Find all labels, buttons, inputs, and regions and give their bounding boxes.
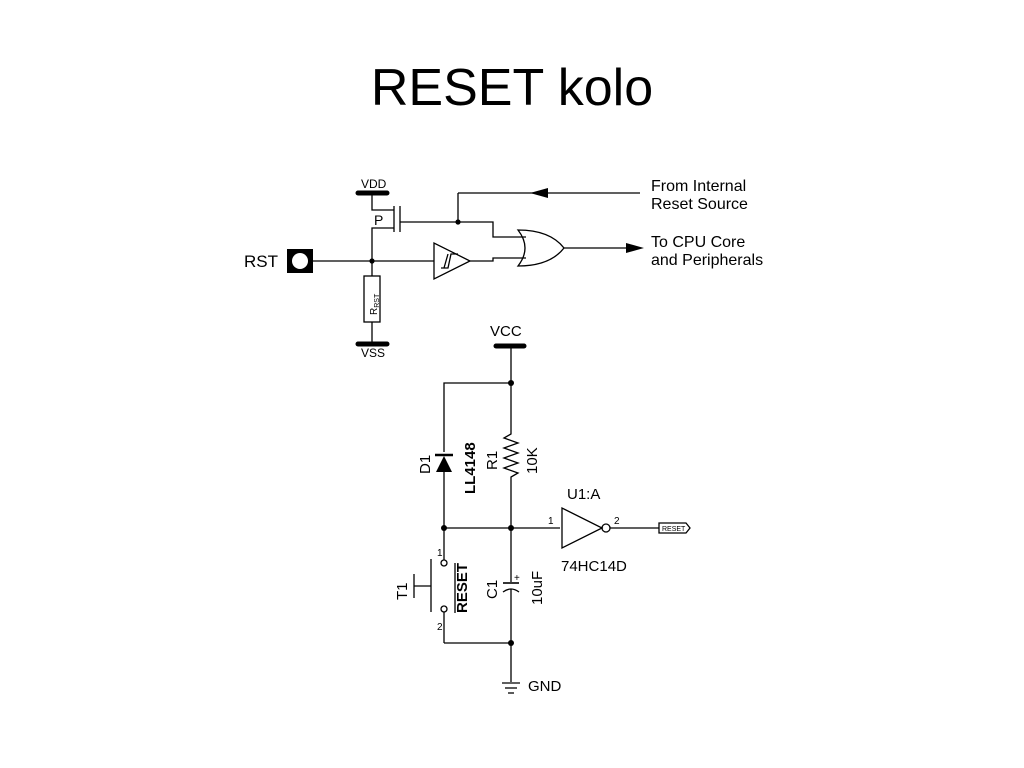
d1-diode <box>435 453 453 472</box>
rrst-label: RRST <box>369 293 381 315</box>
vss-label: VSS <box>361 346 385 360</box>
schmitt-trigger-buffer <box>433 241 472 281</box>
slide-title: RESET kolo <box>370 59 654 117</box>
c1-ref-label: C1 <box>484 580 501 599</box>
rst-label: RST <box>244 252 278 271</box>
d1-value-label: LL4148 <box>462 442 479 494</box>
or-gate <box>516 229 565 267</box>
reset-output-label: RESET <box>662 526 686 533</box>
c1-capacitor <box>502 528 520 643</box>
internal-source-line1: From Internal <box>651 178 746 195</box>
t1-pin1-label: 1 <box>437 548 443 559</box>
t1-pin2-label: 2 <box>437 622 443 633</box>
internal-reset-diagram: VDD P From Internal Reset Source RST <box>244 177 763 360</box>
u1-value-label: 74HC14D <box>561 558 627 575</box>
gnd-label: GND <box>528 678 562 695</box>
c1-value-label: 10uF <box>529 571 546 605</box>
internal-source-line2: Reset Source <box>651 196 748 213</box>
reset-output-tag <box>658 522 691 534</box>
cpu-core-line2: and Peripherals <box>651 252 763 269</box>
pmos-label: P <box>374 212 383 228</box>
external-reset-diagram: VCC D1 LL4148 R1 10K U1:A 1 2 74HC14D RE… <box>394 323 691 695</box>
pmos-transistor: P <box>371 195 401 260</box>
vdd-label: VDD <box>361 177 387 191</box>
t1-value-label: RESET <box>454 563 471 613</box>
ground-icon <box>502 682 520 694</box>
vcc-label: VCC <box>490 323 522 340</box>
cpu-core-line1: To CPU Core <box>651 234 745 251</box>
u1-input-pin: 1 <box>548 516 554 527</box>
d1-ref-label: D1 <box>417 455 434 474</box>
arrow-left-icon <box>530 188 548 198</box>
t1-reset-button <box>413 528 448 643</box>
u1-output-pin: 2 <box>614 516 620 527</box>
c1-plus-label: + <box>514 573 520 584</box>
r1-resistor <box>502 430 520 528</box>
r1-value-label: 10K <box>524 447 541 474</box>
arrow-right-icon <box>626 243 644 253</box>
t1-ref-label: T1 <box>394 582 411 600</box>
u1-inverter <box>561 506 611 550</box>
u1-ref-label: U1:A <box>567 486 600 503</box>
r1-ref-label: R1 <box>484 451 501 470</box>
